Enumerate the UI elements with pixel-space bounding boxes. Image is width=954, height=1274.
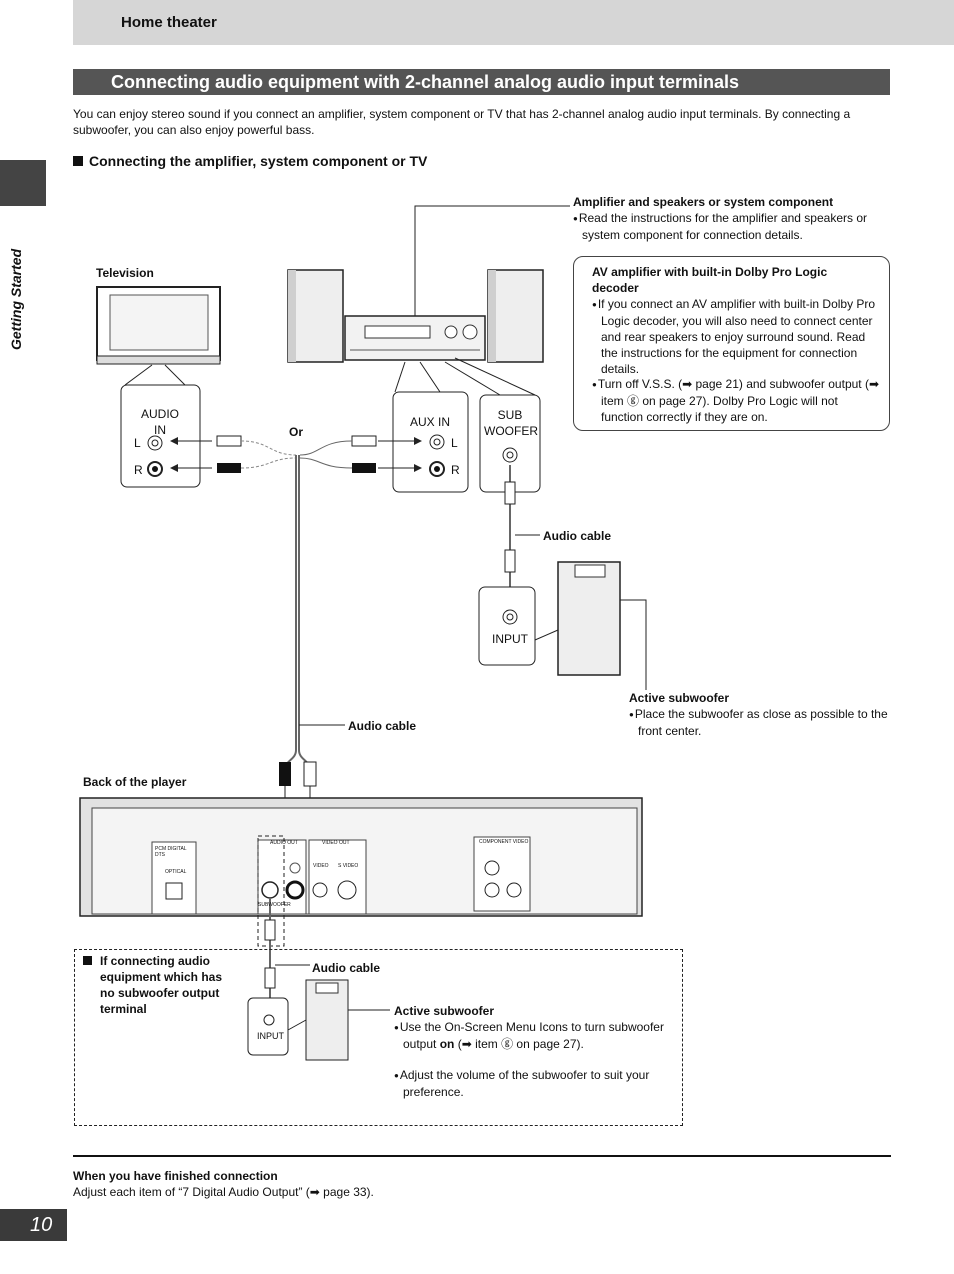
aux-in-label: AUX IN	[410, 415, 451, 429]
note-box-heading-text: If connecting audio equipment which has …	[100, 954, 223, 1016]
back-of-player-label: Back of the player	[83, 775, 187, 789]
audio-cable-label-main: Audio cable	[348, 719, 417, 733]
left-speaker	[287, 269, 344, 363]
player-back-panel	[79, 797, 643, 947]
subheading: Connecting the amplifier, system compone…	[73, 153, 427, 169]
note-box-bullet-2: Adjust the volume of the subwoofer to su…	[394, 1067, 665, 1100]
av-callout-bullet-2: Turn off V.S.S. (➡ page 21) and subwoofe…	[592, 376, 883, 425]
note-box-sub-heading: Active subwoofer	[394, 1004, 495, 1018]
audio-cable-label-lower: Audio cable	[312, 961, 381, 975]
input-label: INPUT	[492, 632, 528, 646]
or-label: Or	[289, 425, 304, 439]
aux-r-label: R	[451, 463, 460, 477]
panel-video-out-label: VIDEO OUT	[322, 840, 350, 846]
square-bullet-icon	[83, 956, 92, 965]
sub-woofer-label: SUB WOOFER	[484, 408, 538, 438]
television-illustration	[96, 286, 221, 365]
footer-divider	[73, 1155, 891, 1157]
section-title: Connecting audio equipment with 2-channe…	[73, 69, 890, 95]
active-subwoofer-heading: Active subwoofer	[629, 691, 730, 705]
header-title: Home theater	[121, 14, 217, 31]
amplifier-note: Read the instructions for the amplifier …	[573, 210, 902, 243]
aux-l-label: L	[451, 436, 458, 450]
footer-text: Adjust each item of “7 Digital Audio Out…	[73, 1185, 374, 1199]
audio-cable-label-sub: Audio cable	[543, 529, 612, 543]
tv-r-label: R	[134, 463, 143, 477]
header-bar	[73, 0, 954, 45]
audio-in-label: AUDIO IN	[140, 407, 179, 437]
panel-s-video-label: S VIDEO	[338, 863, 359, 869]
square-bullet-icon	[73, 156, 83, 166]
panel-component-video-label: COMPONENT VIDEO	[479, 839, 529, 845]
footer-heading: When you have finished connection	[73, 1169, 278, 1183]
tv-l-label: L	[134, 436, 141, 450]
television-label: Television	[96, 266, 154, 280]
panel-optical-label: OPTICAL	[165, 869, 187, 875]
av-amplifier-callout	[573, 256, 890, 431]
panel-audio-out-label: AUDIO OUT	[270, 840, 298, 846]
note-box-bullet-1-post: (➡ item ⓖ on page 27).	[454, 1037, 584, 1051]
page-number: 10	[0, 1209, 67, 1241]
panel-video-label: VIDEO	[313, 863, 329, 869]
subheading-text: Connecting the amplifier, system compone…	[89, 153, 428, 169]
note-box-bullet-1: Use the On-Screen Menu Icons to turn sub…	[394, 1019, 665, 1052]
note-box-bullet-1-pre: Use the On-Screen Menu Icons to turn sub…	[399, 1020, 664, 1051]
panel-subwoofer-label: SUBWOOFER	[258, 902, 291, 908]
amplifier-heading: Amplifier and speakers or system compone…	[573, 195, 834, 209]
amplifier-illustration	[344, 315, 486, 361]
no-subwoofer-output-note-box	[74, 949, 683, 1126]
active-subwoofer-note: Place the subwoofer as close as possible…	[629, 706, 893, 739]
av-callout-heading: AV amplifier with built-in Dolby Pro Log…	[592, 265, 828, 295]
note-box-heading: If connecting audio equipment which has …	[83, 953, 230, 1017]
note-box-bullet-1-bold: on	[439, 1037, 455, 1051]
av-callout-bullet-1: If you connect an AV amplifier with buil…	[592, 296, 883, 377]
input-label-small: INPUT	[257, 1031, 284, 1041]
panel-digital-label: PCM DIGITAL DTS	[155, 846, 187, 858]
side-tab-marker	[0, 160, 46, 206]
intro-text: You can enjoy stereo sound if you connec…	[73, 107, 851, 137]
right-speaker	[487, 269, 544, 363]
